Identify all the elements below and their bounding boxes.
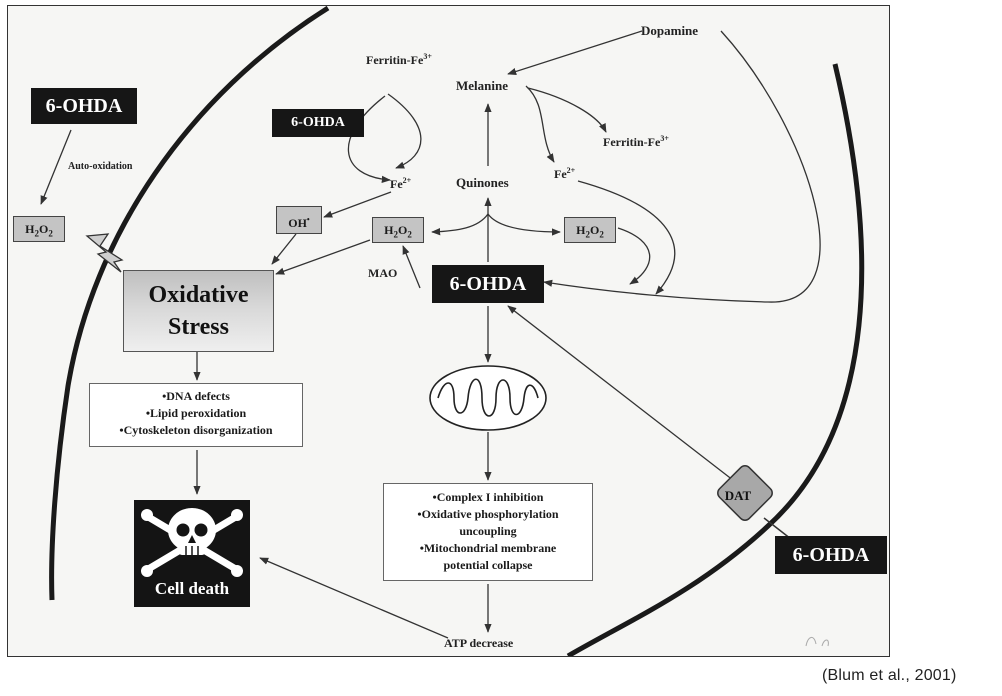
cell-death-label: Cell death (154, 579, 230, 598)
arrow-quinones-to-h2o2-left (431, 213, 489, 236)
cell-membrane-left (49, 6, 330, 601)
arrow-h2o2-right-to-ohda (617, 227, 651, 285)
ferritin-top-label: Ferritin-Fe3+ (366, 52, 432, 67)
arrow-auto-oxidation (40, 129, 72, 205)
quinones-label: Quinones (456, 175, 509, 190)
melanine-label: Melanine (456, 78, 508, 93)
arrow-oh-to-stress (271, 233, 297, 265)
diagram-frame: 6-OHDA 6-OHDA 6-OHDA 6-OHDA H2O2 H2O2 H2… (7, 5, 890, 657)
arrow-fe-to-oh (323, 191, 392, 218)
ferritin-right-label: Ferritin-Fe3+ (603, 134, 669, 149)
arrow-dat-to-ohda (507, 305, 739, 485)
oxidative-stress-box: Oxidative Stress (123, 270, 274, 352)
arrow-dopamine-loop (543, 30, 821, 303)
cell-death-box: Cell death (134, 500, 250, 607)
h2o2-middle: H2O2 (372, 217, 424, 243)
oxidative-stress-line1: Oxidative (148, 282, 249, 308)
damage-item: •DNA defects (162, 389, 230, 403)
fe2-right-label: Fe2+ (554, 166, 576, 181)
dopamine-label: Dopamine (641, 23, 699, 38)
arrow-ferritin-to-fe (387, 93, 422, 169)
damage-item: •Cytoskeleton disorganization (119, 423, 273, 437)
ohda-dat-label: 6-OHDA (775, 536, 887, 574)
mito-item: •Complex I inhibition (432, 490, 544, 504)
fe2-left-label: Fe2+ (390, 176, 412, 191)
mito-item: potential collapse (443, 558, 533, 572)
dat-transporter-icon (717, 465, 773, 521)
arrow-dopamine-to-melanine (507, 30, 643, 75)
h2o2-right: H2O2 (564, 217, 616, 243)
mito-item: •Oxidative phosphorylation (417, 507, 559, 521)
arrow-ferritin-loop (347, 95, 391, 183)
mitochondrial-effects-box: •Complex I inhibition •Oxidative phospho… (383, 483, 593, 581)
arrow-mao (402, 245, 421, 289)
arrow-h2o2-to-stress (275, 239, 371, 275)
citation: (Blum et al., 2001) (822, 667, 957, 684)
arrow-melanine-to-ferritin (527, 87, 607, 133)
mitochondrion-icon (429, 365, 547, 431)
damage-effects-box: •DNA defects •Lipid peroxidation •Cytosk… (89, 383, 303, 447)
ohda-outside-label: 6-OHDA (31, 88, 137, 124)
mao-label: MAO (368, 266, 398, 280)
damage-item: •Lipid peroxidation (145, 406, 247, 420)
mito-item: uncoupling (459, 524, 517, 538)
arrow-fe-right-to-ohda (577, 180, 676, 295)
mito-item: •Mitochondrial membrane (419, 541, 557, 555)
lightning-bolt-icon (85, 233, 124, 273)
ohda-center-label: 6-OHDA (432, 265, 544, 303)
oxidative-stress-line2: Stress (168, 314, 229, 340)
atp-decrease-label: ATP decrease (444, 636, 514, 650)
arrow-atp-to-celldeath (259, 557, 449, 639)
auto-oxidation-label: Auto-oxidation (68, 161, 133, 172)
cell-membrane-right (566, 63, 865, 656)
hydroxyl-radical: OH• (276, 206, 322, 234)
arrow-quinones-to-h2o2-right (487, 213, 561, 236)
arrow-melanine-to-fe-right (525, 85, 555, 163)
h2o2-outside: H2O2 (13, 216, 65, 242)
ohda-upper-label: 6-OHDA (272, 109, 364, 137)
scribble-mark (805, 637, 829, 647)
dat-label: DAT (724, 488, 752, 503)
